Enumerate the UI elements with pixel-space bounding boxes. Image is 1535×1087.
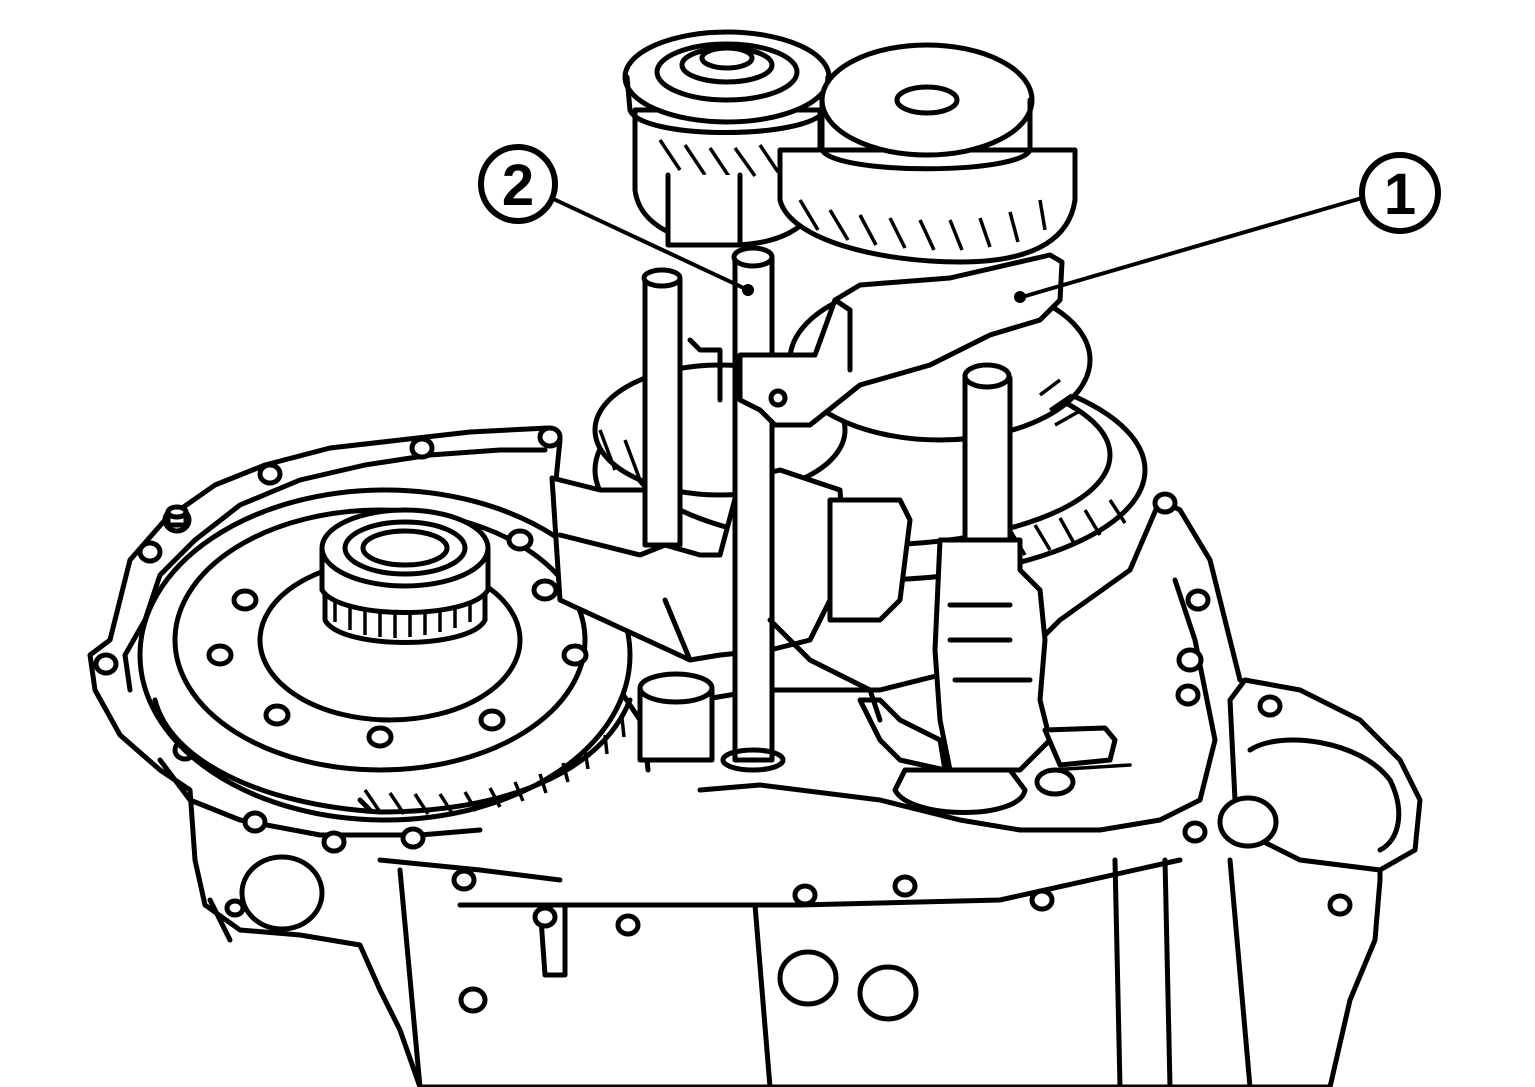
callout-2-label: 2	[502, 153, 534, 218]
mid-gear-teeth	[598, 378, 1127, 556]
shift-fork	[687, 252, 1065, 428]
output-gear-teeth	[798, 199, 1047, 251]
callouts: 2 1	[478, 144, 1441, 303]
shift-rod	[732, 255, 775, 763]
callout-2: 2	[478, 144, 558, 224]
bolt-holes	[93, 425, 1353, 1022]
differential-assembly	[137, 487, 651, 823]
callout-1: 1	[1359, 152, 1441, 234]
shift-selector	[767, 497, 1132, 815]
leader-line-1	[1021, 196, 1363, 299]
leader-line-2	[544, 193, 749, 292]
callout-1-label: 1	[1384, 162, 1416, 227]
right-bore	[1217, 677, 1423, 873]
leader-dot-2	[742, 284, 754, 296]
leader-dot-1	[1014, 291, 1026, 303]
stud	[165, 504, 189, 528]
ring-gear-teeth	[363, 717, 626, 815]
input-gear-teeth	[658, 139, 780, 179]
shift-rods	[637, 245, 1013, 773]
